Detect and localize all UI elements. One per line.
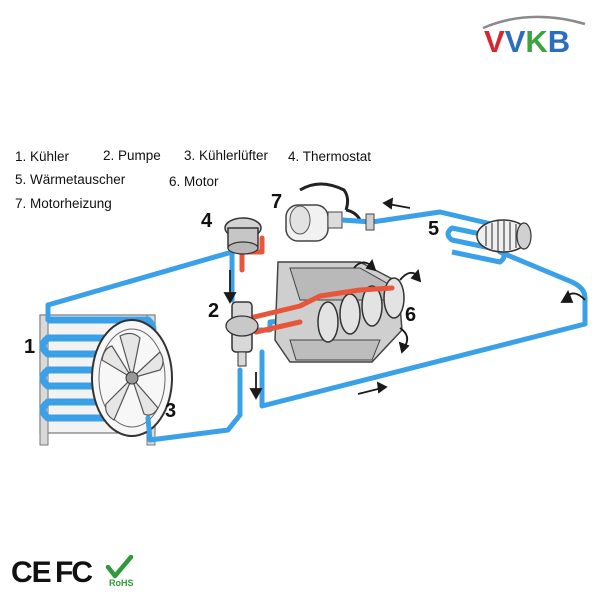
arrow-engine-lower — [398, 327, 410, 354]
callout-7: 7 — [271, 191, 283, 213]
callout-4: 4 — [201, 210, 213, 232]
brand-letter-4: B — [547, 24, 571, 59]
brand-swoosh — [482, 15, 586, 30]
engine — [274, 261, 405, 363]
legend-item-3: 3. Kühlerlüfter — [184, 148, 269, 163]
arrow-engine-right — [399, 269, 422, 283]
arrow-top-right — [382, 197, 411, 210]
arrow-bottom — [357, 381, 388, 395]
brand-logo: VVKB — [484, 24, 570, 60]
engine-heater — [285, 182, 375, 242]
arrow-down-thermostat — [223, 270, 237, 304]
coolant-lines-cold — [45, 209, 588, 443]
callout-1: 1 — [24, 336, 36, 358]
arrow-down-pump — [249, 372, 263, 400]
heat-exchanger — [439, 209, 532, 265]
legend-item-5: 5. Wärmetauscher — [15, 172, 126, 187]
radiator-fan-icon — [91, 319, 173, 437]
fc-mark: FC — [55, 556, 93, 589]
rohs-label: RoHS — [109, 578, 134, 588]
callout-5: 5 — [428, 218, 440, 240]
callout-2: 2 — [208, 300, 220, 322]
ce-mark: CE — [11, 556, 52, 589]
legend-item-4: 4. Thermostat — [288, 149, 372, 164]
callout-6: 6 — [405, 304, 417, 326]
legend-item-1: 1. Kühler — [15, 149, 70, 164]
thermostat — [224, 217, 262, 255]
water-pump — [225, 301, 259, 367]
brand-letter-2: V — [504, 24, 526, 59]
legend-item-6: 6. Motor — [169, 174, 219, 189]
brand-letter-1: V — [484, 24, 505, 59]
flow-arrows — [223, 197, 586, 400]
rohs-check-icon — [105, 554, 134, 579]
brand-letter-3: K — [525, 24, 548, 59]
callout-3: 3 — [165, 400, 177, 422]
arrow-right-loop — [560, 289, 586, 303]
legend-item-2: 2. Pumpe — [103, 148, 161, 163]
arrow-engine-top — [353, 259, 377, 272]
legend-item-7: 7. Motorheizung — [15, 196, 112, 211]
